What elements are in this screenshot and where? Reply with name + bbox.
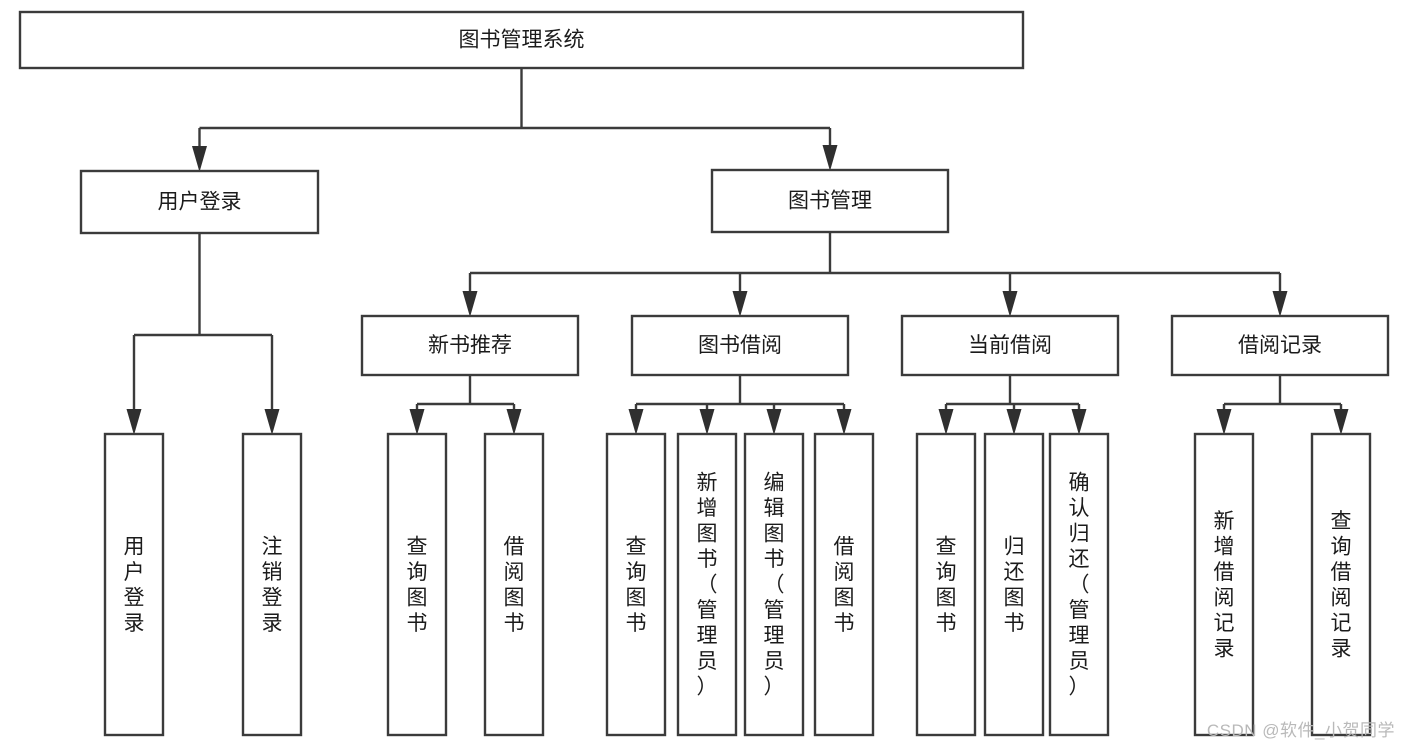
node-l-rec-query[interactable]: 查询借阅记录 bbox=[1310, 432, 1372, 737]
node-label: 图书借阅 bbox=[698, 334, 782, 357]
node-box bbox=[900, 314, 1120, 377]
node-label: 查询图书 bbox=[936, 535, 957, 635]
node-label: 新增借阅记录 bbox=[1214, 510, 1235, 661]
node-label: 查询图书 bbox=[407, 535, 428, 635]
node-box bbox=[743, 432, 805, 737]
node-label: 图书管理 bbox=[788, 190, 872, 213]
node-box bbox=[18, 10, 1025, 70]
node-l-rec-add[interactable]: 新增借阅记录 bbox=[1193, 432, 1255, 737]
csdn-watermark: CSDN @软件_小贺同学 bbox=[1206, 721, 1395, 740]
node-layer: 图书管理系统用户登录图书管理新书推荐图书借阅当前借阅借阅记录用户登录注销登录查询… bbox=[18, 10, 1390, 737]
arrow-head-icon bbox=[1002, 291, 1018, 317]
node-label: 新书推荐 bbox=[428, 334, 512, 357]
node-box bbox=[1310, 432, 1372, 737]
node-box bbox=[813, 432, 875, 737]
node-box bbox=[241, 432, 303, 737]
arrow-head-icon bbox=[822, 145, 838, 171]
node-n-current[interactable]: 当前借阅 bbox=[900, 314, 1120, 377]
arrow-head-icon bbox=[462, 291, 478, 317]
node-l-cb-confirm[interactable]: 确认归还（管理员） bbox=[1048, 432, 1110, 737]
arrow-head-icon bbox=[1216, 409, 1232, 435]
connector-layer bbox=[126, 68, 1349, 435]
node-box bbox=[360, 314, 580, 377]
node-n-record[interactable]: 借阅记录 bbox=[1170, 314, 1390, 377]
node-label: 编辑图书（管理员） bbox=[764, 472, 785, 699]
node-box bbox=[103, 432, 165, 737]
arrow-head-icon bbox=[1071, 409, 1087, 435]
arrow-head-icon bbox=[506, 409, 522, 435]
node-n-borrow[interactable]: 图书借阅 bbox=[630, 314, 850, 377]
arrow-head-icon bbox=[732, 291, 748, 317]
node-l-nb-borrow[interactable]: 借阅图书 bbox=[483, 432, 545, 737]
arrow-head-icon bbox=[1272, 291, 1288, 317]
node-label: 借阅记录 bbox=[1238, 334, 1322, 357]
arrow-head-icon bbox=[699, 409, 715, 435]
arrow-head-icon bbox=[628, 409, 644, 435]
node-label: 确认归还（管理员） bbox=[1069, 472, 1090, 699]
node-l-cb-return[interactable]: 归还图书 bbox=[983, 432, 1045, 737]
node-label: 图书管理系统 bbox=[459, 29, 585, 52]
arrow-head-icon bbox=[264, 409, 280, 435]
node-root[interactable]: 图书管理系统 bbox=[18, 10, 1025, 70]
node-box bbox=[483, 432, 545, 737]
node-box bbox=[630, 314, 850, 377]
arrow-head-icon bbox=[409, 409, 425, 435]
node-box bbox=[710, 168, 950, 234]
node-box bbox=[983, 432, 1045, 737]
node-l-bb-add[interactable]: 新增图书（管理员） bbox=[676, 432, 738, 737]
node-label: 借阅图书 bbox=[834, 535, 855, 635]
arrow-head-icon bbox=[766, 409, 782, 435]
node-n-new-book[interactable]: 新书推荐 bbox=[360, 314, 580, 377]
node-label: 查询图书 bbox=[626, 535, 647, 635]
node-box bbox=[79, 169, 320, 235]
node-n-book-manage[interactable]: 图书管理 bbox=[710, 168, 950, 234]
node-box bbox=[605, 432, 667, 737]
node-l-bb-borrow[interactable]: 借阅图书 bbox=[813, 432, 875, 737]
node-label: 归还图书 bbox=[1004, 535, 1025, 635]
node-l-bb-query[interactable]: 查询图书 bbox=[605, 432, 667, 737]
arrow-head-icon bbox=[192, 146, 207, 172]
node-box bbox=[1048, 432, 1110, 737]
node-n-user-login[interactable]: 用户登录 bbox=[79, 169, 320, 235]
node-box bbox=[386, 432, 448, 737]
node-l-bb-edit[interactable]: 编辑图书（管理员） bbox=[743, 432, 805, 737]
arrow-head-icon bbox=[1006, 409, 1022, 435]
node-label: 用户登录 bbox=[158, 191, 242, 214]
node-l-user-logout[interactable]: 注销登录 bbox=[241, 432, 303, 737]
arrow-head-icon bbox=[836, 409, 852, 435]
node-l-cb-query[interactable]: 查询图书 bbox=[915, 432, 977, 737]
node-box bbox=[1170, 314, 1390, 377]
node-l-user-login[interactable]: 用户登录 bbox=[103, 432, 165, 737]
node-l-nb-query[interactable]: 查询图书 bbox=[386, 432, 448, 737]
node-box bbox=[676, 432, 738, 737]
node-label: 用户登录 bbox=[124, 535, 145, 635]
node-box bbox=[1193, 432, 1255, 737]
node-label: 查询借阅记录 bbox=[1331, 510, 1352, 661]
node-box bbox=[915, 432, 977, 737]
arrow-head-icon bbox=[1333, 409, 1349, 435]
node-label: 当前借阅 bbox=[968, 334, 1052, 357]
node-label: 新增图书（管理员） bbox=[697, 472, 718, 699]
node-label: 借阅图书 bbox=[504, 535, 525, 635]
arrow-head-icon bbox=[938, 409, 954, 435]
arrow-head-icon bbox=[126, 409, 142, 435]
node-label: 注销登录 bbox=[262, 535, 283, 635]
